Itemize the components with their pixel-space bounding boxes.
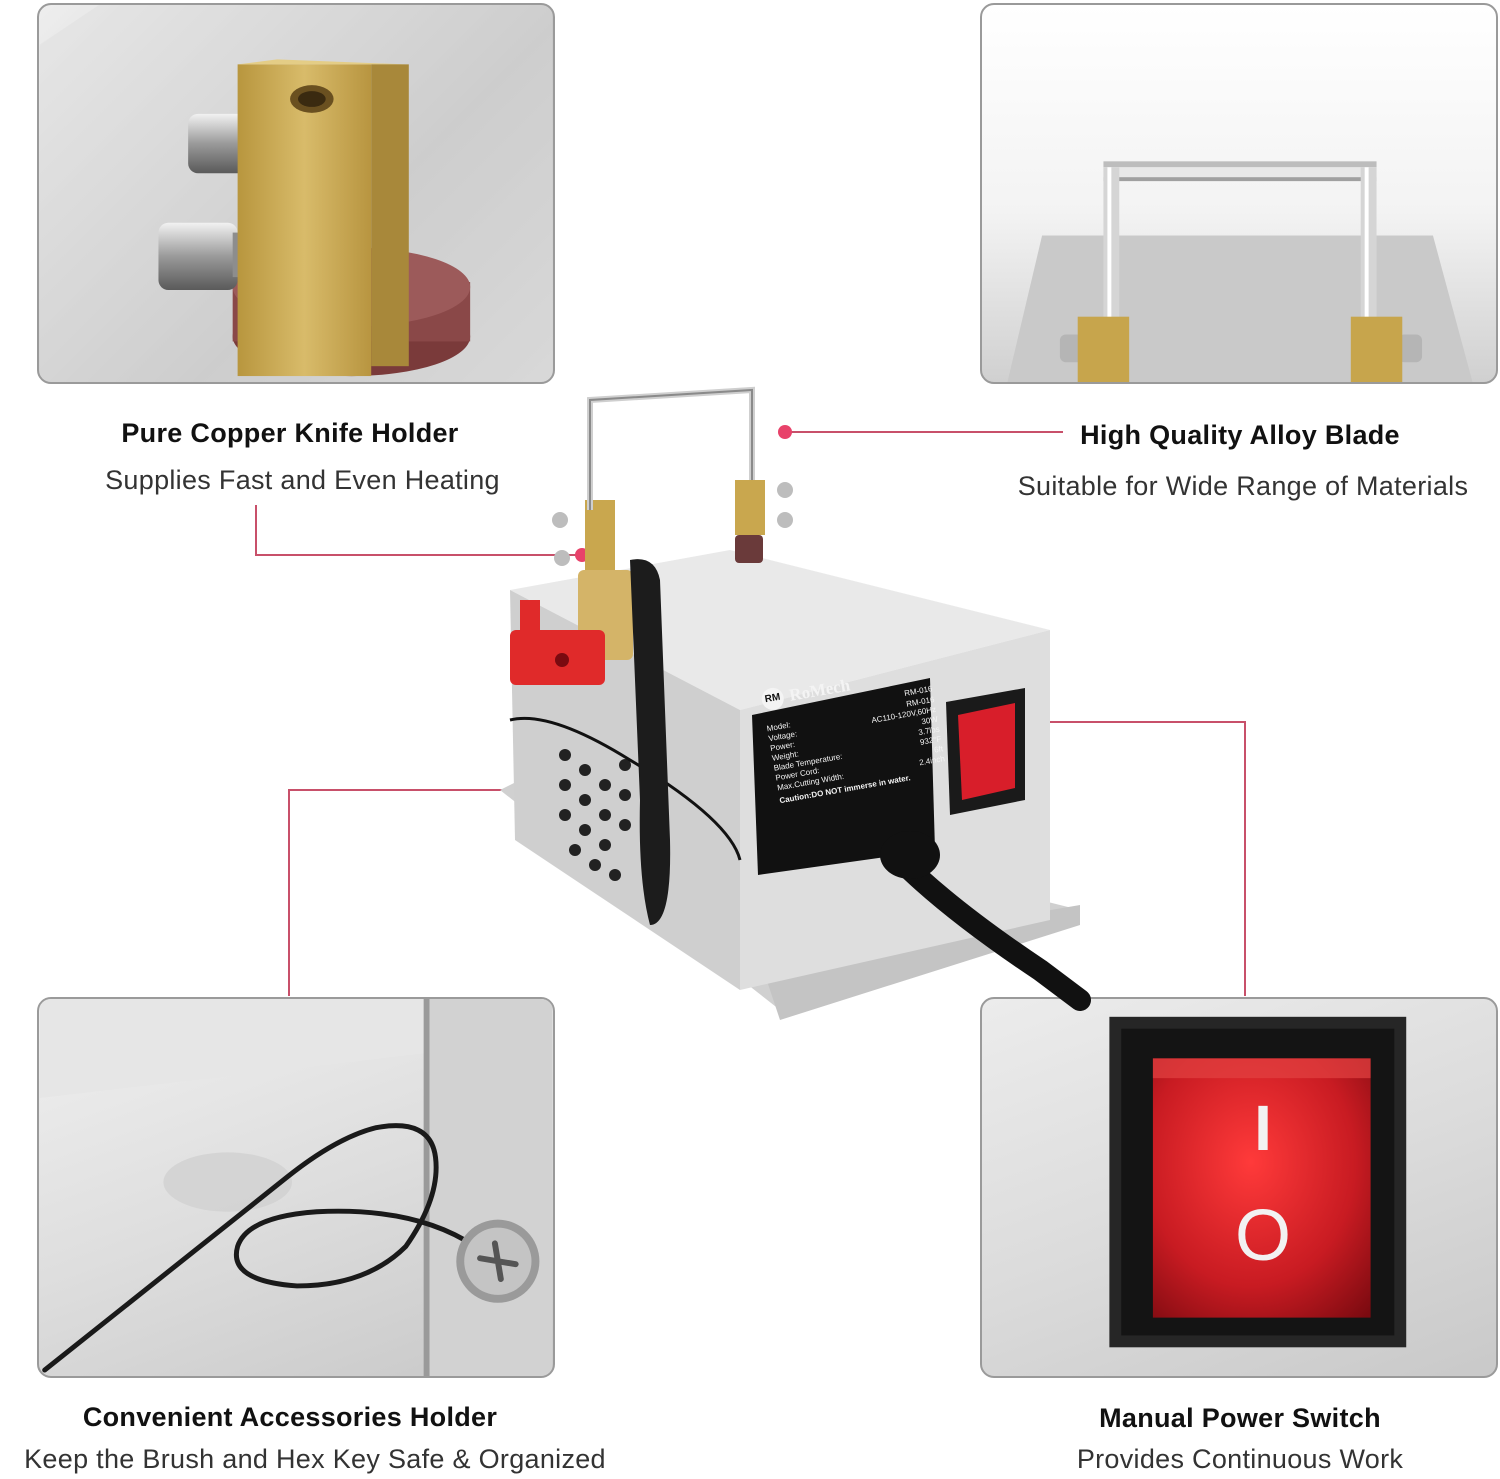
accessories-holder-closeup-image [39, 999, 553, 1376]
knife-holder-closeup-image [39, 5, 553, 382]
alloy-blade-subtitle: Suitable for Wide Range of Materials [1017, 471, 1469, 501]
switch-off-mark: O [1234, 1196, 1291, 1276]
panel-knife-holder-closeup [37, 3, 555, 384]
accessories-holder-title: Convenient Accessories Holder [82, 1402, 498, 1432]
alloy-blade-closeup-image [1007, 161, 1473, 382]
panel-power-switch-closeup: I O [980, 997, 1498, 1378]
romech-logo-icon: RM [760, 686, 786, 712]
knife-holder-title: Pure Copper Knife Holder [121, 418, 459, 448]
foam-cutter-body [500, 386, 1091, 1020]
power-switch-title: Manual Power Switch [1099, 1403, 1381, 1433]
accessories-holder-subtitle: Keep the Brush and Hex Key Safe & Organi… [24, 1444, 606, 1474]
power-switch-subtitle: Provides Continuous Work [1076, 1444, 1404, 1474]
alloy-blade-title: High Quality Alloy Blade [1080, 420, 1400, 450]
power-switch-closeup-image [1109, 1016, 1407, 1348]
knife-holder-subtitle: Supplies Fast and Even Heating [105, 465, 500, 495]
panel-accessories-holder-closeup [37, 997, 555, 1378]
switch-on-mark: I [1254, 1092, 1272, 1164]
panel-alloy-blade-closeup [980, 3, 1498, 384]
